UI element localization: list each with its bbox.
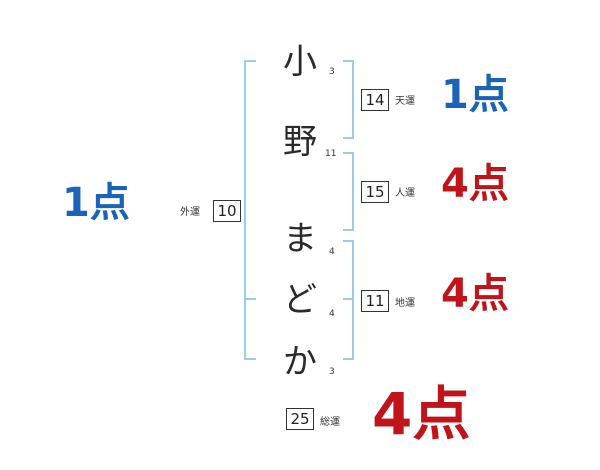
stroke-count-4: 4 [329, 309, 335, 319]
jinun-score: 4点 [441, 161, 509, 207]
chiun-bracket-bottom [343, 358, 354, 360]
outer-bracket-top [244, 60, 256, 62]
gaiun-value: 10 [213, 200, 241, 222]
tenun-bracket-top [343, 60, 354, 62]
gaiun-label: 外運 [180, 207, 200, 218]
souun-label: 総運 [320, 417, 340, 428]
tenun-bracket [352, 60, 354, 139]
jinun-value: 15 [361, 181, 389, 203]
gaiun-score: 1点 [62, 180, 130, 226]
souun-score: 4点 [372, 380, 471, 448]
name-char-5: か [283, 342, 317, 382]
name-char-4: ど [283, 280, 317, 320]
outer-bracket-bottom [244, 358, 256, 360]
outer-bracket-vertical [244, 60, 246, 360]
jinun-label: 人運 [395, 188, 415, 199]
souun-value: 25 [286, 408, 314, 430]
chiun-bracket-tick [343, 298, 354, 300]
stroke-count-3: 4 [329, 247, 335, 257]
name-char-1: 小 [283, 42, 317, 82]
name-char-3: ま [283, 219, 317, 259]
chiun-label: 地運 [395, 298, 415, 309]
tenun-label: 天運 [395, 96, 415, 107]
jinun-bracket-top [343, 152, 354, 154]
tenun-value: 14 [361, 89, 389, 111]
chiun-value: 11 [361, 290, 389, 312]
chiun-bracket [352, 240, 354, 360]
jinun-bracket-bottom [343, 229, 354, 231]
outer-bracket-tick [244, 298, 256, 300]
stroke-count-2: 11 [325, 149, 337, 159]
chiun-bracket-top [343, 240, 354, 242]
jinun-bracket [352, 152, 354, 231]
tenun-bracket-bottom [343, 137, 354, 139]
name-char-2: 野 [283, 122, 317, 162]
stroke-count-1: 3 [329, 67, 335, 77]
stroke-count-5: 3 [329, 367, 335, 377]
chiun-score: 4点 [441, 271, 509, 317]
tenun-score: 1点 [441, 72, 509, 118]
